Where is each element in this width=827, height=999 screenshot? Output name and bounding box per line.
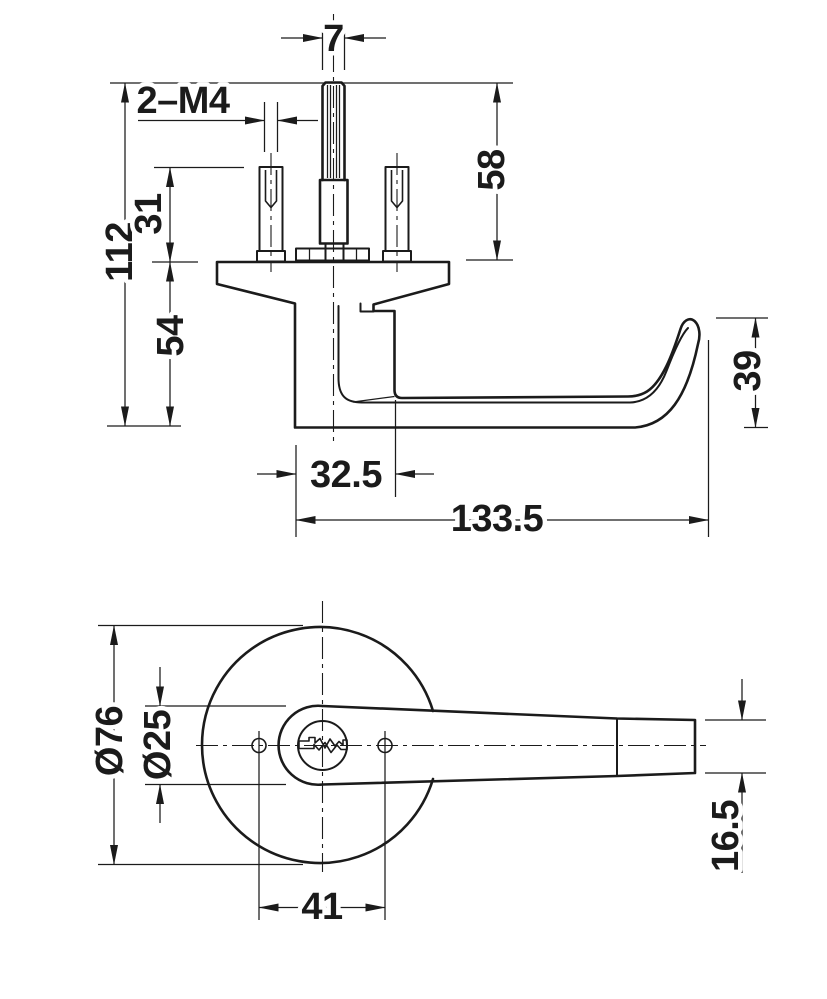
rose-and-lever-outline [215,260,701,429]
dimension-label: 54 [150,315,192,357]
dimension-label: 16.5 [705,800,747,872]
dim-overall-projection: 133.5 [295,340,710,545]
extension-lines [145,705,286,786]
neck-step-notch [359,302,396,313]
lever-handle-side [215,260,701,429]
dim-hole-spacing: 41 [258,731,386,933]
lever-boss-arc [277,704,324,787]
screw-thread-hole [264,170,278,209]
dimension-label: 32.5 [310,454,382,496]
extension-lines [98,624,303,866]
dimension-label: 31 [128,193,170,235]
dimension-label: Ø76 [89,706,131,776]
dim-spindle-width: 7 [281,14,386,70]
lever-inner-edge [337,305,689,404]
extension-lines [258,731,386,920]
rose-circle [200,625,435,865]
side-view: 7 2–M4 112 31 54 [95,14,774,545]
dim-lever-tip-width: 16.5 [701,679,766,876]
dimension-label: 58 [471,149,513,190]
plan-view: Ø76 Ø25 41 16.5 [85,601,766,933]
dim-spindle-length: 58 [466,82,518,261]
dim-screw-length: 31 [124,166,244,263]
dimension-label: 39 [727,350,769,391]
screw-body [258,166,284,252]
dimension-label: 112 [99,222,141,282]
cylinder-keyway [297,720,348,771]
spindle-base-block [324,242,345,262]
dim-fixing-screws: 2–M4 [132,76,318,152]
screw-body [384,166,410,252]
neck-surface-line [352,395,395,403]
extension-lines [321,24,346,70]
dimension-label: 133.5 [451,498,544,540]
spindle-lower-outline [318,178,349,245]
lever-handle-plan [277,704,697,787]
dimension-label: Ø25 [137,709,179,780]
dim-boss-diameter: Ø25 [133,667,286,823]
dim-rose-to-grip: 54 [107,261,198,427]
dim-rose-diameter: Ø76 [85,624,303,866]
dimension-label: 41 [301,886,343,928]
plate-outline [295,247,370,262]
plate-step-lines [308,248,358,261]
extension-lines [263,102,279,152]
dim-overall-height: 112 [95,82,146,427]
mounting-plate [295,247,370,262]
dim-rose-depth: 32.5 [257,400,434,537]
dim-tip-rise: 39 [716,317,774,429]
dimension-label: 7 [323,18,344,60]
dimension-label: 2–M4 [136,80,229,122]
keyway-profile [298,736,348,754]
extension-lines [705,719,766,774]
spindle-spline-lines [326,85,341,178]
screw-thread-hole [390,170,404,209]
